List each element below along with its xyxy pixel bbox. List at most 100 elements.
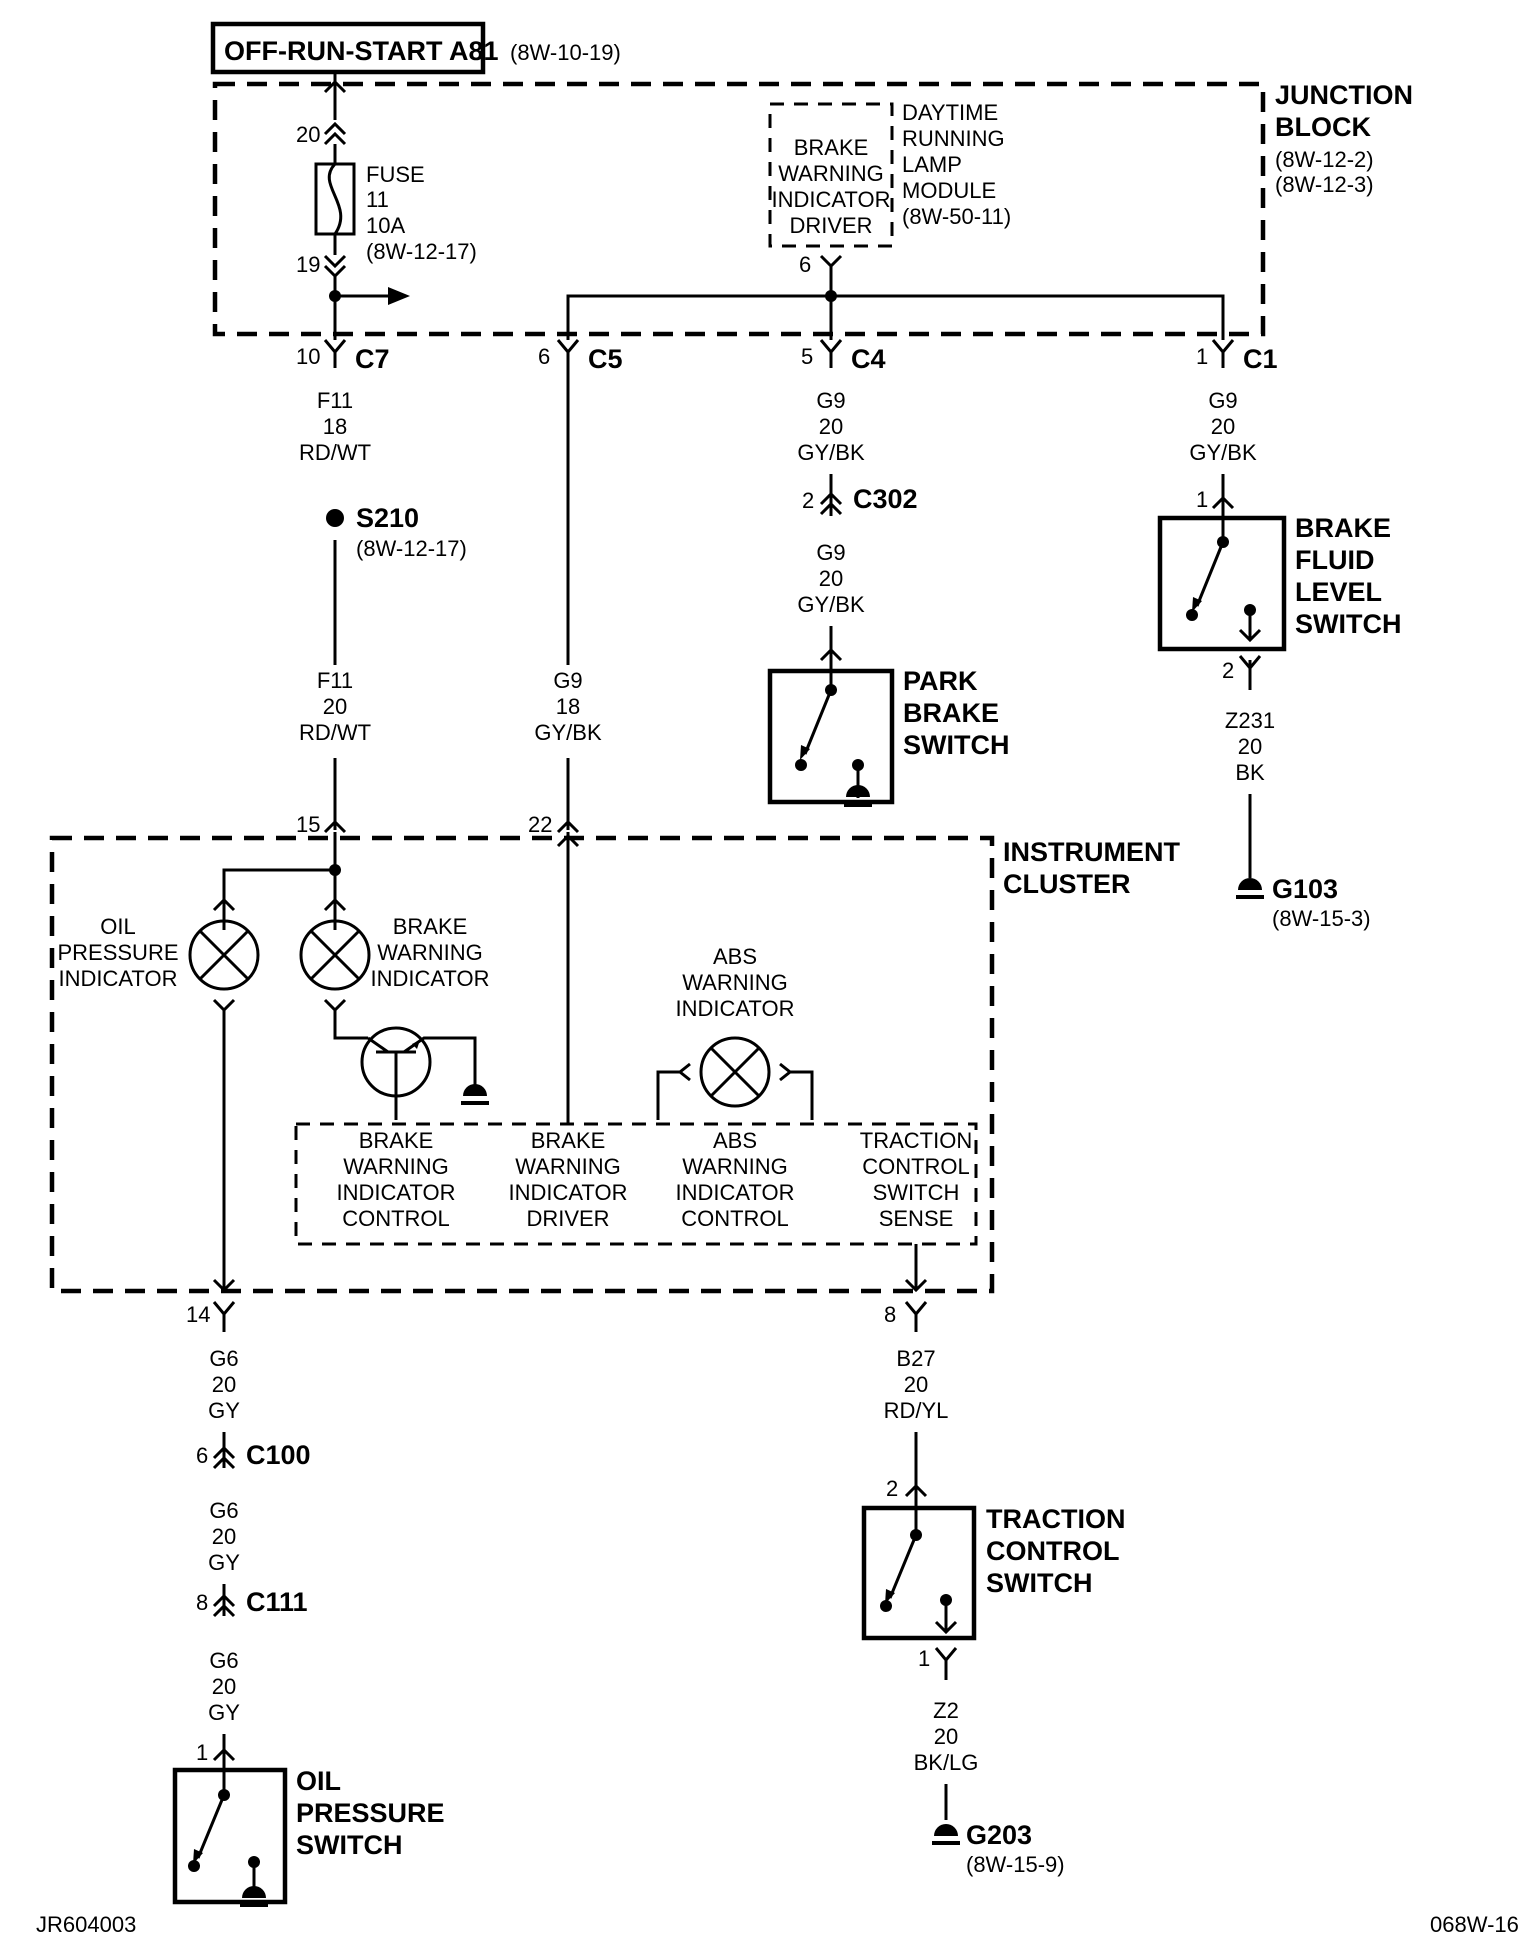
park-brake-label-3: SWITCH [903,730,1009,760]
oil-switch-label-2: PRESSURE [296,1798,445,1828]
f11-lower-gauge: 20 [323,694,347,719]
cluster-modules-outline [294,1122,978,1246]
g9-c4-lower-gauge: 20 [819,566,843,591]
f11-upper-color: RD/WT [299,440,371,465]
fuse-line3: 10A [366,213,405,238]
c1-connector [1211,339,1235,368]
ic-label-1: INSTRUMENT [1003,837,1180,867]
c7-pin: 10 [296,344,320,369]
z2-circuit: Z2 [933,1698,959,1723]
brake-indicator-line3: INDICATOR [371,966,490,991]
drl-driver-line2: WARNING [778,161,884,186]
footer-right-code: 068W-16 [1430,1912,1519,1937]
fuse-pin19-connector [323,254,347,279]
g203-ground-icon [934,1824,958,1836]
ic-label-2: CLUSTER [1003,869,1131,899]
brake-fluid-pin-bottom: 2 [1222,658,1234,683]
fuse-line2: 11 [366,187,389,212]
drl-module-ref: (8W-50-11) [902,204,1011,229]
c5-pin: 6 [538,344,550,369]
drl-driver-line3: INDICATOR [772,187,891,212]
footer-left-code: JR604003 [36,1912,136,1937]
c302-connector [819,491,843,516]
g6-1-circuit: G6 [209,1346,238,1371]
brake-indicator-line1: BRAKE [393,914,468,939]
traction-control-switch [861,1505,977,1641]
drl-name-line1: DAYTIME [902,100,998,125]
g6-3-circuit: G6 [209,1648,238,1673]
brake-fluid-label-3: LEVEL [1295,577,1382,607]
g6-1-gauge: 20 [212,1372,236,1397]
f11-lower-circuit: F11 [317,668,353,693]
park-brake-pin-connector [819,647,843,662]
g6-2-gauge: 20 [212,1524,236,1549]
traction-pin-bottom: 1 [918,1646,930,1671]
fuse-pin20-connector [323,121,347,146]
g9-c5-color: GY/BK [534,720,602,745]
c100-connector [212,1445,236,1470]
traction-label-3: SWITCH [986,1568,1092,1598]
g6-3-color: GY [208,1700,240,1725]
c4-label: C4 [851,344,886,374]
b27-color: RD/YL [884,1398,949,1423]
bwic-line2: WARNING [343,1154,449,1179]
abs-indicator-line1: ABS [713,944,757,969]
b27-circuit: B27 [896,1346,935,1371]
g6-3-gauge: 20 [212,1674,236,1699]
g9-c4-upper-color: GY/BK [797,440,865,465]
z231-color: BK [1235,760,1265,785]
bwid-line1: BRAKE [531,1128,606,1153]
fuse-pin-bottom: 19 [296,252,320,277]
traction-switch-contact [888,1534,918,1599]
oil-switch-pin-connector [212,1747,236,1762]
abs-indicator-line3: INDICATOR [676,996,795,1021]
g9-c4-upper-circuit: G9 [816,388,845,413]
g9-c5-gauge: 18 [556,694,580,719]
s210-label: S210 [356,503,419,533]
brake-warning-indicator-lamp [299,919,371,991]
c111-pin: 8 [196,1590,208,1615]
bwid-line2: WARNING [515,1154,621,1179]
oil-switch-label-3: SWITCH [296,1830,402,1860]
drl-name-line4: MODULE [902,178,996,203]
s210-ref: (8W-12-17) [356,536,467,561]
fuse-ref: (8W-12-17) [366,239,477,264]
brake-fluid-pin1-connector [1211,495,1235,510]
ic-pin15-connector [323,819,347,834]
tcss-line1: TRACTION [860,1128,972,1153]
c7-label: C7 [355,344,390,374]
c5-label: C5 [588,344,623,374]
brake-fluid-label-4: SWITCH [1295,609,1401,639]
bwic-line4: CONTROL [342,1206,450,1231]
fuse-element [327,162,343,235]
tcss-line4: SENSE [879,1206,954,1231]
awic-line2: WARNING [682,1154,788,1179]
fuse-line1: FUSE [366,162,425,187]
oil-indicator-wire [212,998,236,1290]
ignition-source-label: OFF-RUN-START A81 [224,36,498,66]
c4-pin: 5 [801,344,813,369]
c111-label: C111 [246,1587,308,1617]
g9-c1-color: GY/BK [1189,440,1257,465]
tcss-line3: SWITCH [873,1180,960,1205]
g203-label: G203 [966,1820,1032,1850]
z231-gauge: 20 [1238,734,1262,759]
transistor-ground-icon [463,1084,487,1096]
traction-pin1-connector [934,1647,958,1680]
g9-c4-upper-gauge: 20 [819,414,843,439]
ignition-source-ref: (8W-10-19) [510,40,621,65]
bwic-line1: BRAKE [359,1128,434,1153]
brake-fluid-pin-top: 1 [1196,487,1208,512]
drl-module-outline [768,102,894,248]
oil-indicator-line1: OIL [100,914,135,939]
g9-c1-circuit: G9 [1208,388,1237,413]
b27-gauge: 20 [904,1372,928,1397]
bwid-line3: INDICATOR [509,1180,628,1205]
c7-connector [323,339,347,368]
oil-switch-ground-icon [242,1886,266,1898]
c100-label: C100 [246,1440,311,1470]
brake-indicator-line2: WARNING [377,940,483,965]
z2-color: BK/LG [914,1750,979,1775]
bwid-line4: DRIVER [526,1206,609,1231]
fuse-pin-top: 20 [296,122,320,147]
